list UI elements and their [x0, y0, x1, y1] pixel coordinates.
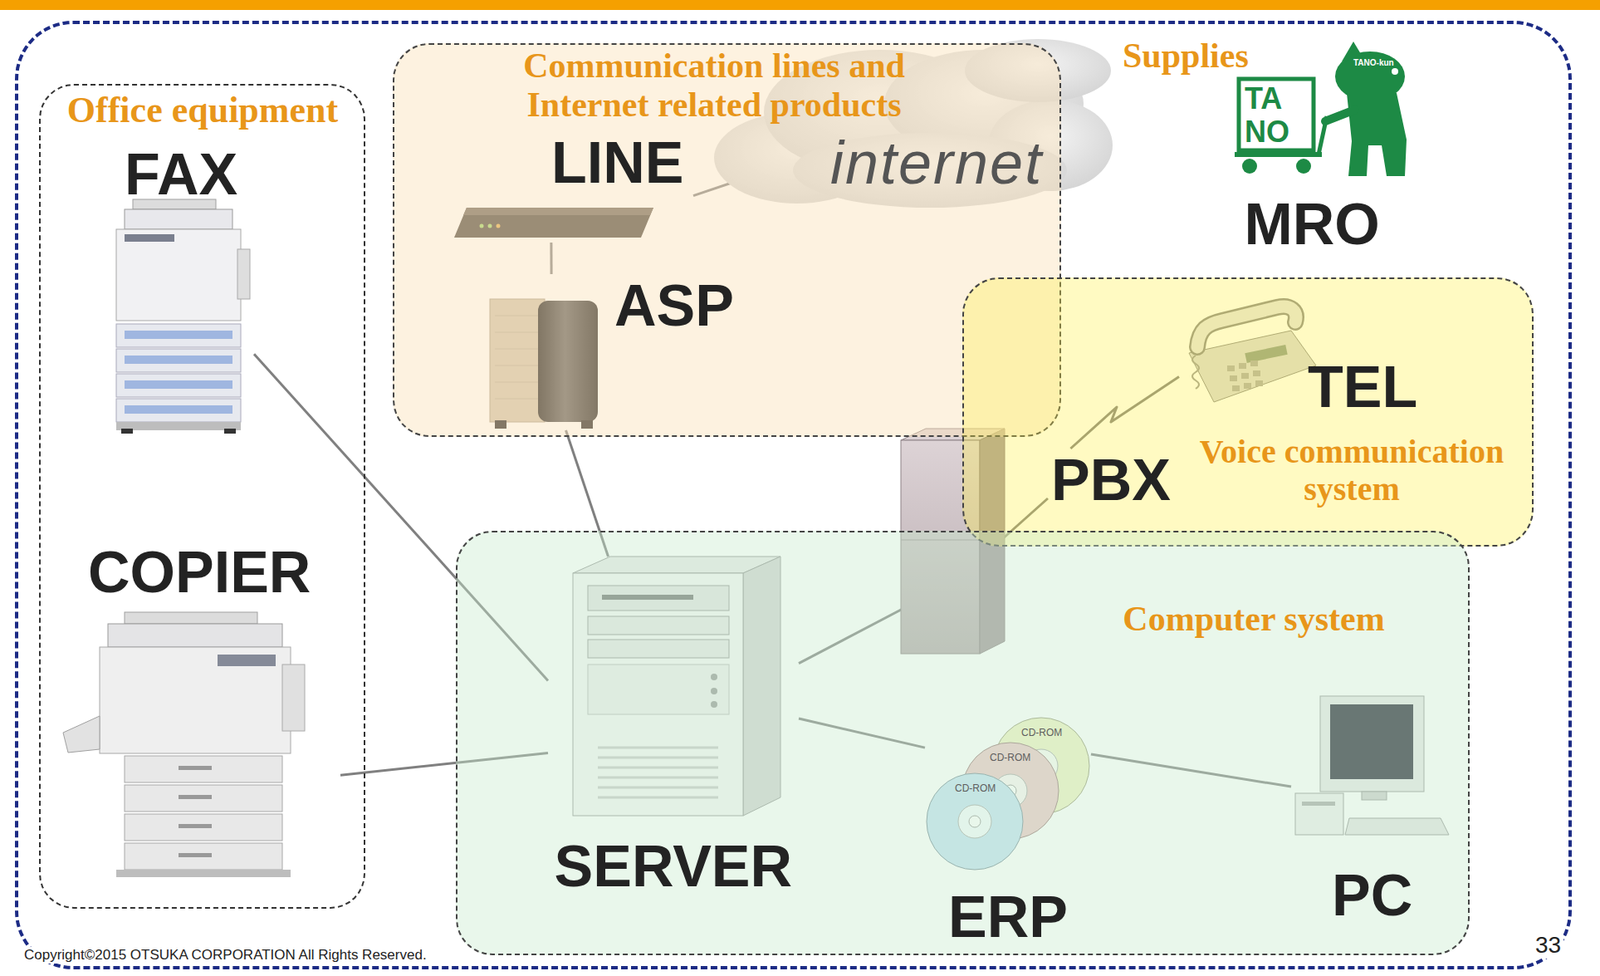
device-label: COPIER	[88, 540, 311, 605]
fax-machine	[116, 323, 241, 348]
device-label: FAX	[124, 142, 238, 207]
copier-machine	[124, 784, 283, 812]
fax-machine	[237, 249, 250, 299]
group-region: Computer systemSERVER ERP PC	[455, 530, 1470, 955]
copier-machine	[124, 611, 258, 624]
tano-mascot-logo	[1234, 41, 1407, 177]
copier-machine	[124, 755, 283, 783]
fax-machine	[124, 234, 175, 242]
disc-label: CD-ROM	[954, 782, 996, 795]
fax-machine	[124, 330, 233, 339]
device-node: COPIER	[58, 540, 341, 881]
device-label: PBX	[1051, 448, 1171, 513]
fax-machine	[124, 209, 233, 230]
disc-label: CD-ROM	[1021, 727, 1062, 739]
copier-machine	[124, 813, 283, 841]
group-heading: Computer system	[1104, 599, 1404, 639]
device-node: LINE	[454, 131, 694, 243]
disc-label: CD-ROM	[989, 752, 1031, 764]
top-bar	[0, 0, 1600, 10]
copier-machine	[178, 765, 212, 770]
device-node: MRO	[1228, 192, 1395, 263]
tano-mascot-logo	[1234, 151, 1322, 157]
fax-machine	[116, 229, 241, 321]
fax-machine	[116, 199, 250, 434]
group-region: Office equipmentFAX COPIER	[39, 83, 366, 909]
device-node: ERP	[924, 715, 1092, 952]
device-label: TEL	[1307, 355, 1418, 420]
tano-mascot-logo	[1346, 92, 1407, 177]
cloud-label: internet	[830, 132, 1043, 193]
group-heading: Communication lines and Internet related…	[464, 46, 964, 125]
fax-machine	[124, 380, 233, 389]
tano-mascot-logo	[1238, 78, 1314, 151]
copier-machine	[178, 852, 212, 857]
copier-machine	[178, 794, 212, 799]
copier-machine	[282, 664, 305, 731]
fax-machine	[116, 421, 241, 431]
device-node: TEL	[1179, 300, 1422, 421]
tano-mascot-logo	[1391, 68, 1399, 75]
tano-mascot-logo	[1296, 158, 1312, 174]
copier-machine	[124, 842, 283, 870]
mascot-name: TANO-kun	[1353, 58, 1395, 69]
fax-machine	[224, 428, 236, 434]
copier-machine	[217, 654, 276, 666]
tano-mascot-logo	[1242, 158, 1258, 174]
device-label: ASP	[614, 274, 734, 338]
fax-machine	[124, 355, 233, 364]
device-node: SERVER	[548, 556, 799, 901]
copier-machine	[107, 623, 283, 647]
group-heading: Supplies	[1122, 36, 1249, 76]
tano-mascot-logo	[1325, 109, 1356, 122]
device-label: SERVER	[554, 834, 793, 899]
copier-machine	[63, 611, 305, 877]
group-region: Voice communication system TEL PBX	[962, 277, 1534, 547]
fax-machine	[124, 405, 233, 414]
device-node: FAX	[107, 142, 255, 436]
group-region: Communication lines and Internet related…	[392, 43, 1062, 437]
logo-text: TANO	[1244, 82, 1292, 148]
copier-machine	[63, 715, 100, 753]
fax-machine	[116, 398, 241, 422]
device-label: LINE	[551, 131, 684, 196]
fax-machine	[116, 348, 241, 372]
copyright-notice: Copyright©2015 OTSUKA CORPORATION All Ri…	[21, 946, 430, 964]
page-number: 33	[1532, 931, 1564, 959]
cloud-node: internet	[830, 132, 1048, 196]
group-heading: Voice communication system	[1177, 433, 1527, 509]
copier-machine	[99, 646, 291, 754]
copier-machine	[178, 823, 212, 828]
scope-boundary: SuppliesOffice equipmentFAX COPIER Communi…	[14, 20, 1572, 969]
device-node: PBX	[1047, 448, 1175, 515]
fax-machine	[121, 428, 133, 434]
device-label: MRO	[1244, 192, 1380, 257]
fax-machine	[116, 373, 241, 397]
device-node: ASP	[489, 274, 744, 431]
device-node: PC	[1291, 694, 1454, 931]
device-label: ERP	[948, 885, 1068, 950]
device-label: PC	[1331, 863, 1413, 928]
copier-machine	[116, 869, 291, 877]
group-heading: Office equipment	[48, 89, 358, 131]
